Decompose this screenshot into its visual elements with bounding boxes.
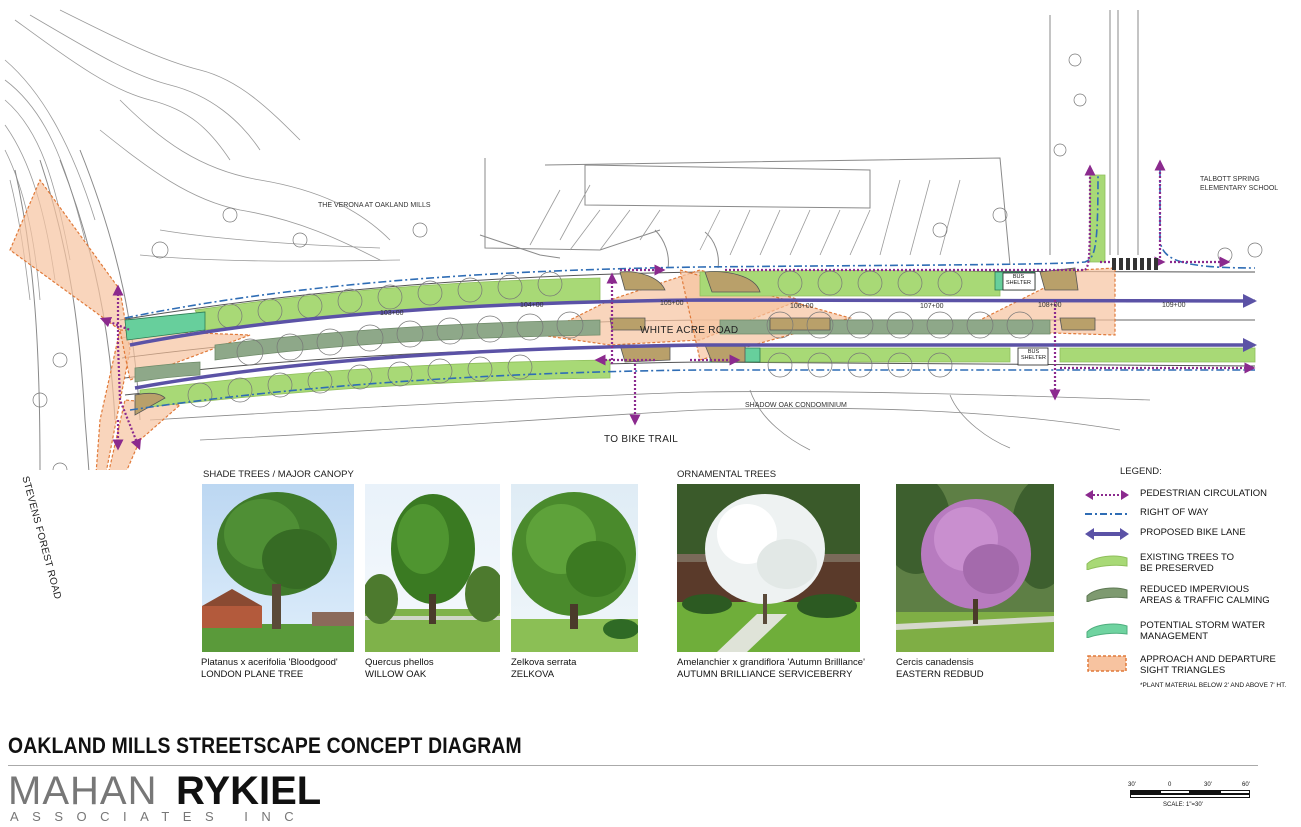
stevens-forest-road-label: STEVENS FOREST ROAD xyxy=(19,475,63,601)
tree-latin-name: Amelanchier x grandiflora 'Autumn Brilll… xyxy=(677,657,865,668)
legend-label: PEDESTRIAN CIRCULATION xyxy=(1140,488,1268,499)
bus-shelter-north xyxy=(1002,272,1036,291)
traffic-calming-islands xyxy=(134,267,1096,416)
scale-tick: 30' xyxy=(1204,782,1212,788)
station-label: 105+00 xyxy=(660,300,684,307)
station-label: 107+00 xyxy=(920,303,944,310)
bus-shelter-south xyxy=(1017,347,1049,366)
tree-common-name: AUTUMN BRILLIANCE SERVICEBERRY xyxy=(677,669,853,680)
legend-item: APPROACH AND DEPARTURE SIGHT TRIANGLES xyxy=(1085,654,1285,680)
station-label: 106+00 xyxy=(790,303,814,310)
reduced-impervious-bands xyxy=(134,319,1051,383)
bike-trail-label: TO BIKE TRAIL xyxy=(604,434,679,445)
right-of-way-icon xyxy=(1085,513,1129,515)
south-edge-lines xyxy=(149,389,1151,451)
serviceberry-photo xyxy=(677,484,860,652)
sight-triangle-icon xyxy=(1087,655,1127,672)
shade-trees-heading: SHADE TREES / MAJOR CANOPY xyxy=(203,469,354,480)
legend-label: APPROACH AND DEPARTURE SIGHT TRIANGLES xyxy=(1140,654,1276,676)
legend-title: LEGEND: xyxy=(1120,466,1162,477)
logo-associates: ASSOCIATES INC xyxy=(10,809,308,824)
storm-water-icon xyxy=(1086,623,1128,638)
scale-bar xyxy=(1130,790,1252,798)
station-label: 109+00 xyxy=(1162,302,1186,309)
page-title: OAKLAND MILLS STREETSCAPE CONCEPT DIAGRA… xyxy=(8,733,522,758)
tree-latin-name: Cercis canadensis xyxy=(896,657,974,668)
station-label: 103+00 xyxy=(380,310,404,317)
bike-lanes xyxy=(129,293,1257,390)
tree-circles xyxy=(32,53,1263,470)
legend-item: RIGHT OF WAY xyxy=(1085,505,1285,531)
bike-lane-icon xyxy=(1085,528,1129,540)
scale-segment xyxy=(1130,790,1160,794)
legend-item: PEDESTRIAN CIRCULATION xyxy=(1085,486,1285,512)
tree-latin-name: Platanus x acerifolia 'Bloodgood' xyxy=(201,657,338,668)
scale-outline xyxy=(1130,794,1250,798)
legend-label: POTENTIAL STORM WATER MANAGEMENT xyxy=(1140,620,1266,642)
legend-item: REDUCED IMPERVIOUS AREAS & TRAFFIC CALMI… xyxy=(1085,584,1285,610)
bus-shelter-label-north: BUS SHELTER xyxy=(1006,274,1031,286)
title-divider xyxy=(8,765,1258,766)
tree-common-name: EASTERN REDBUD xyxy=(896,669,984,680)
legend-note: *PLANT MATERIAL BELOW 2' AND ABOVE 7' HT… xyxy=(1140,682,1287,689)
parking-stripes xyxy=(529,179,961,256)
logo-rykiel: RYKIEL xyxy=(176,769,322,813)
reduced-impervious-icon xyxy=(1086,587,1128,602)
tree-latin-name: Zelkova serrata xyxy=(511,657,577,668)
redbud-photo xyxy=(896,484,1054,652)
scale-caption: SCALE: 1"=30' xyxy=(1163,802,1203,808)
shadow-oak-label: SHADOW OAK CONDOMINIUM xyxy=(745,402,847,409)
legend-item: EXISTING TREES TO BE PRESERVED xyxy=(1085,552,1285,578)
logo-mahan: MAHAN xyxy=(8,769,158,813)
legend-label: PROPOSED BIKE LANE xyxy=(1140,527,1246,538)
tree-common-name: LONDON PLANE TREE xyxy=(201,669,304,680)
ornamental-trees-heading: ORNAMENTAL TREES xyxy=(677,469,777,480)
zelkova-photo xyxy=(511,484,638,652)
scale-tick: 30' xyxy=(1128,782,1136,788)
white-acre-road-label: WHITE ACRE ROAD xyxy=(640,325,739,336)
scale-segment xyxy=(1220,790,1250,794)
willow-oak-photo xyxy=(365,484,500,652)
existing-trees-icon xyxy=(1086,555,1128,570)
talbott-label: TALBOTT SPRING ELEMENTARY SCHOOL xyxy=(1200,176,1279,192)
legend-item: POTENTIAL STORM WATER MANAGEMENT xyxy=(1085,620,1285,646)
scale-tick: 0 xyxy=(1168,782,1172,788)
scale-segment xyxy=(1190,790,1220,794)
london-plane-photo xyxy=(202,484,354,652)
parking-outlines xyxy=(479,10,1139,269)
pedestrian-arrow-icon xyxy=(1085,490,1129,500)
legend-label: RIGHT OF WAY xyxy=(1140,507,1209,518)
tree-common-name: ZELKOVA xyxy=(511,669,555,680)
site-plan xyxy=(4,9,1263,470)
station-label: 104+00 xyxy=(520,302,544,309)
legend-label: EXISTING TREES TO BE PRESERVED xyxy=(1140,552,1234,574)
scale-segment xyxy=(1160,790,1190,794)
legend-label: REDUCED IMPERVIOUS AREAS & TRAFFIC CALMI… xyxy=(1140,584,1270,606)
verona-label: THE VERONA AT OAKLAND MILLS xyxy=(318,202,431,209)
station-label: 108+00 xyxy=(1038,302,1062,309)
legend-item: PROPOSED BIKE LANE xyxy=(1085,525,1285,551)
tree-common-name: WILLOW OAK xyxy=(365,669,427,680)
bus-shelter-label-south: BUS SHELTER xyxy=(1021,349,1046,361)
scale-tick: 60' xyxy=(1242,782,1250,788)
tree-latin-name: Quercus phellos xyxy=(365,657,434,668)
